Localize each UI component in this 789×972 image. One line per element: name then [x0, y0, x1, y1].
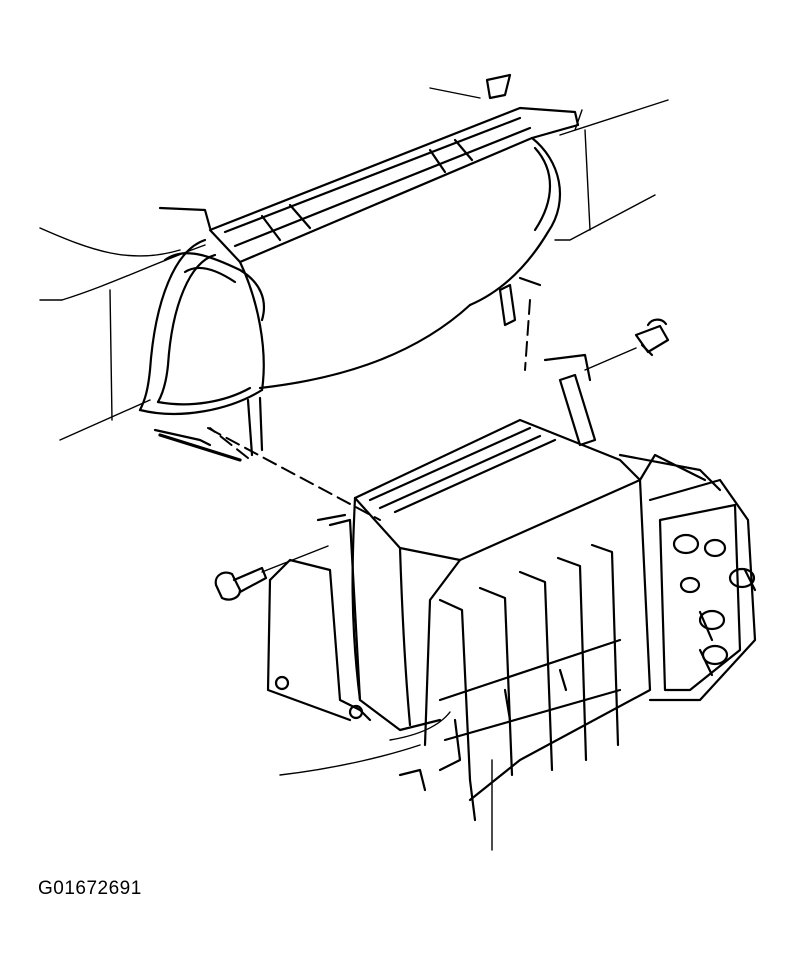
heater-core-pipes-icon — [618, 453, 757, 702]
mounting-bolt-icon — [584, 318, 670, 371]
alignment-lines — [207, 299, 531, 521]
figure-code-label: G01672691 — [38, 878, 142, 899]
dashboard-outline — [39, 87, 669, 776]
mounting-bolt-icon — [214, 545, 329, 601]
heater-core-case-icon — [266, 353, 652, 851]
upper-air-duct-icon — [138, 73, 580, 462]
